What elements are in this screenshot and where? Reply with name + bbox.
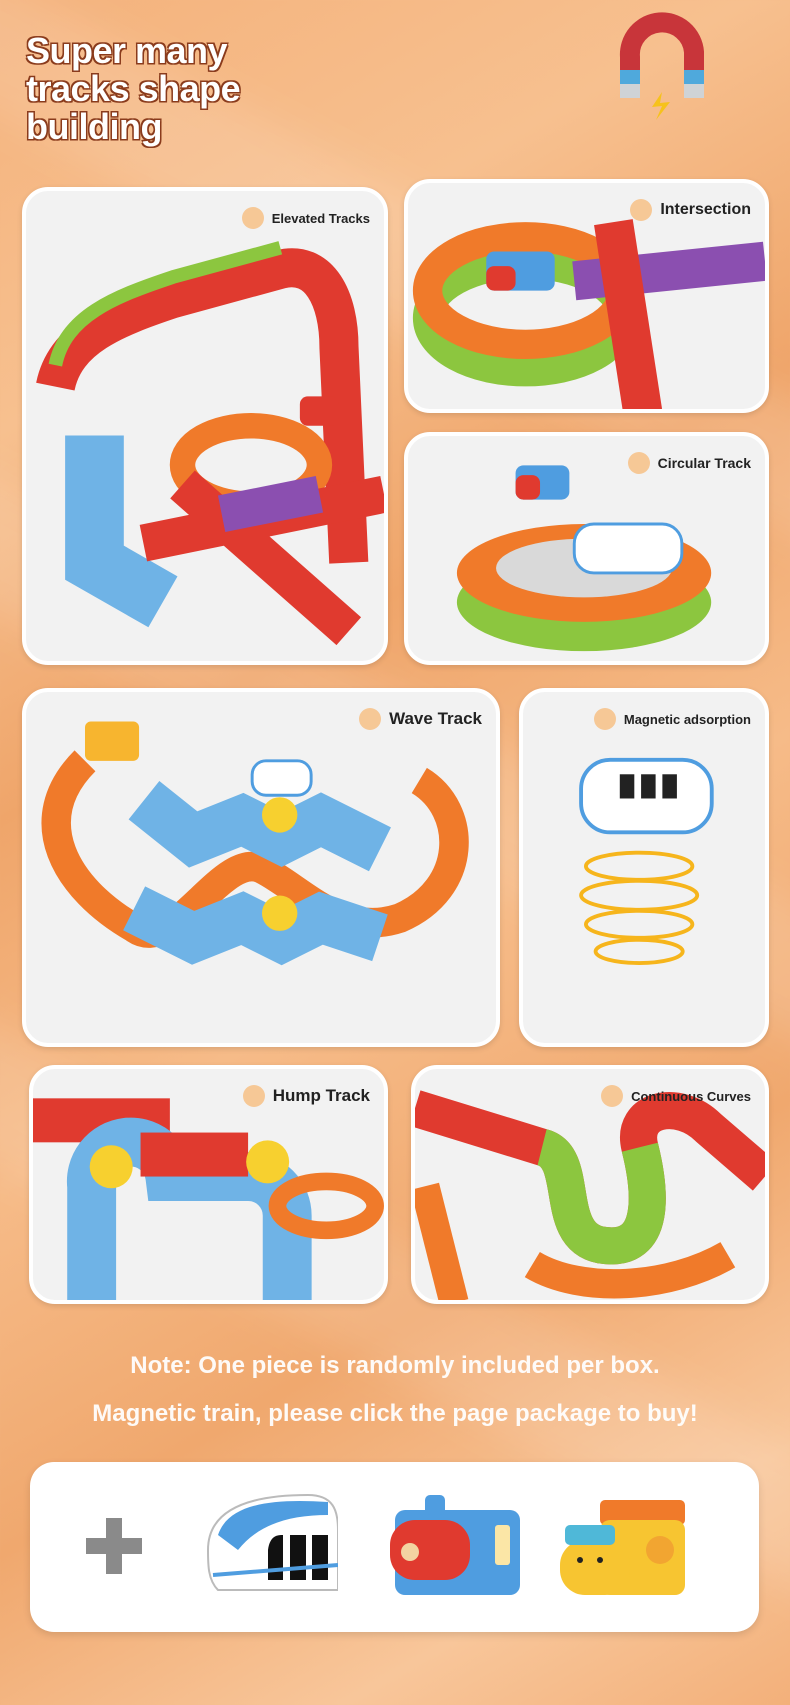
- title-line: Super many: [26, 30, 228, 71]
- label-text: Elevated Tracks: [271, 210, 370, 226]
- panel-hump-track: Hump Track: [29, 1065, 388, 1304]
- elevated-tracks-image: [36, 241, 384, 646]
- panel-label: Circular Track: [627, 452, 751, 474]
- panel-label: Wave Track: [359, 708, 482, 730]
- panel-label: Elevated Tracks: [241, 207, 370, 229]
- continuous-curves-image: [415, 1090, 765, 1300]
- panel-circular-track: Circular Track: [404, 432, 769, 665]
- yellow-lion-train-image: [560, 1500, 685, 1595]
- label-text: Wave Track: [389, 709, 482, 728]
- wave-track-image: [41, 721, 469, 966]
- bullet-dot-icon: [601, 1085, 624, 1107]
- bullet-train-image: [206, 1493, 338, 1591]
- panel-elevated-tracks: Elevated Tracks: [22, 187, 388, 665]
- magnet-icon: [619, 12, 704, 120]
- panel-wave-track: Wave Track: [22, 688, 500, 1047]
- bullet-dot-icon: [359, 708, 382, 730]
- title-line: building: [26, 106, 162, 147]
- title-line: tracks shape: [26, 68, 241, 109]
- label-text: Continuous Curves: [631, 1088, 751, 1104]
- panel-intersection: Intersection: [404, 179, 769, 413]
- label-text: Intersection: [660, 201, 751, 218]
- panel-magnetic-adsorption: Magnetic adsorption: [519, 688, 769, 1047]
- note-line-2: Magnetic train, please click the page pa…: [92, 1400, 698, 1427]
- panel-label: Continuous Curves: [601, 1085, 751, 1107]
- panel-continuous-curves: Continuous Curves: [411, 1065, 769, 1304]
- magnetic-adsorption-image: [579, 757, 714, 965]
- intersection-image: [412, 219, 765, 409]
- label-text: Magnetic adsorption: [623, 711, 751, 727]
- panel-label: Hump Track: [242, 1085, 370, 1107]
- label-text: Circular Track: [657, 455, 751, 471]
- panel-label: Intersection: [630, 199, 751, 221]
- plus-icon: [86, 1518, 142, 1574]
- note-line-1: Note: One piece is randomly included per…: [130, 1352, 660, 1379]
- bullet-dot-icon: [593, 708, 616, 730]
- steam-train-image: [390, 1495, 520, 1595]
- hump-track-image: [33, 1098, 384, 1300]
- trains-box: [30, 1462, 759, 1632]
- bullet-dot-icon: [627, 452, 650, 474]
- label-text: Hump Track: [272, 1086, 370, 1105]
- bullet-dot-icon: [630, 199, 653, 221]
- panel-label: Magnetic adsorption: [593, 708, 751, 730]
- bullet-dot-icon: [241, 207, 264, 229]
- circular-track-image: [456, 465, 712, 652]
- page-title: Super many tracks shape building: [26, 30, 241, 147]
- bullet-dot-icon: [242, 1085, 265, 1107]
